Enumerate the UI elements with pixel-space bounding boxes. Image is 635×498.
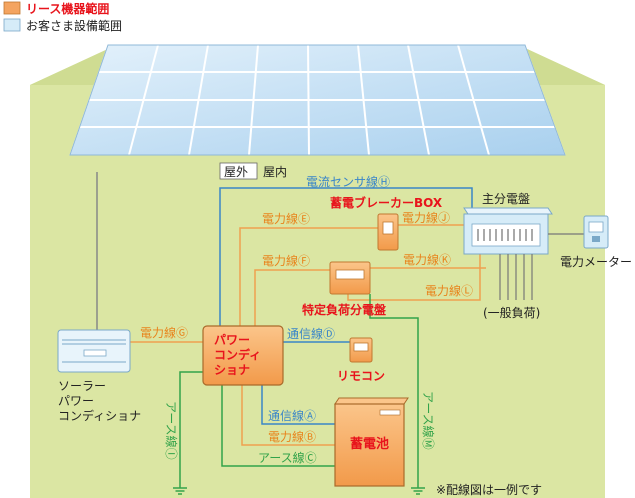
solar-pcs-label-line3: コンディショナ bbox=[58, 408, 141, 423]
indoor-label: 屋内 bbox=[263, 165, 287, 179]
legend-label-lease: リース機器範囲 bbox=[26, 1, 109, 16]
solar-pcs-label-line1: ソーラー bbox=[58, 379, 106, 393]
main-panel bbox=[463, 207, 553, 255]
solar-panel-array bbox=[69, 44, 566, 156]
ground-icon-right bbox=[411, 487, 425, 495]
earth-i-label: アース線Ⓘ bbox=[164, 401, 179, 460]
power-line-f bbox=[254, 269, 330, 330]
earth-m-label: アース線Ⓜ bbox=[421, 391, 436, 450]
ground-icon-left bbox=[173, 487, 187, 495]
comm-d-label: 通信線Ⓓ bbox=[287, 326, 335, 341]
power-meter-icon bbox=[583, 215, 609, 249]
earth-line-i bbox=[179, 371, 203, 488]
pcs-label-line2: コンディ bbox=[214, 347, 261, 362]
legend: リース機器範囲 お客さま設備範囲 bbox=[3, 1, 122, 33]
earth-line-c bbox=[221, 385, 335, 467]
general-load-label: (一般負荷) bbox=[483, 305, 540, 320]
earth-line-m bbox=[369, 294, 419, 488]
power-line-b bbox=[241, 385, 335, 446]
remote-control-icon bbox=[349, 337, 373, 363]
comm-line-a bbox=[261, 385, 335, 425]
breaker-box-label: 蓄電ブレーカーBOX bbox=[330, 195, 443, 210]
diagram-note: ※配線図は一例です bbox=[436, 482, 542, 497]
storage-battery bbox=[334, 397, 409, 487]
power-k-label: 電力線Ⓚ bbox=[403, 252, 451, 267]
earth-m-text: アース線Ⓜ bbox=[421, 391, 436, 450]
comm-a-label: 通信線Ⓐ bbox=[268, 408, 316, 423]
power-conditioner bbox=[202, 325, 284, 386]
solar-pcs-label: ソーラー パワー コンディショナ bbox=[58, 379, 141, 423]
general-load-lines bbox=[499, 254, 533, 300]
main-panel-label: 主分電盤 bbox=[482, 192, 530, 206]
power-f-label: 電力線Ⓕ bbox=[262, 253, 310, 268]
outdoor-label: 屋外 bbox=[224, 165, 248, 179]
earth-i-text: アース線Ⓘ bbox=[164, 401, 179, 460]
pcs-label: パワー コンディ ショナ bbox=[214, 333, 265, 377]
power-line-e bbox=[239, 227, 378, 330]
power-line-l bbox=[347, 253, 481, 301]
legend-swatch-lease bbox=[3, 1, 21, 15]
sensor-line-label: 電流センサ線Ⓗ bbox=[306, 174, 390, 189]
specific-load-panel bbox=[329, 261, 371, 295]
outdoor-tag bbox=[219, 162, 258, 180]
specific-panel-label: 特定負荷分電盤 bbox=[302, 302, 387, 317]
power-j-label: 電力線Ⓙ bbox=[402, 210, 450, 225]
legend-swatch-customer bbox=[3, 18, 21, 32]
pcs-label-line3: ショナ bbox=[214, 363, 250, 377]
earth-c-label: アース線Ⓒ bbox=[258, 450, 317, 465]
meter-label: 電力メーター bbox=[560, 255, 632, 269]
legend-label-customer: お客さま設備範囲 bbox=[26, 18, 122, 33]
power-b-label: 電力線Ⓑ bbox=[268, 429, 316, 444]
breaker-box bbox=[377, 213, 399, 251]
solar-pcs-label-line2: パワー bbox=[58, 394, 94, 408]
house-wall bbox=[30, 48, 605, 498]
solar-power-conditioner bbox=[57, 329, 131, 373]
battery-label: 蓄電池 bbox=[350, 436, 389, 452]
remote-label: リモコン bbox=[337, 369, 385, 383]
power-g-label: 電力線Ⓖ bbox=[140, 325, 188, 340]
power-e-label: 電力線Ⓔ bbox=[262, 211, 310, 226]
pcs-label-line1: パワー bbox=[214, 333, 250, 347]
power-l-label: 電力線Ⓛ bbox=[425, 283, 473, 298]
